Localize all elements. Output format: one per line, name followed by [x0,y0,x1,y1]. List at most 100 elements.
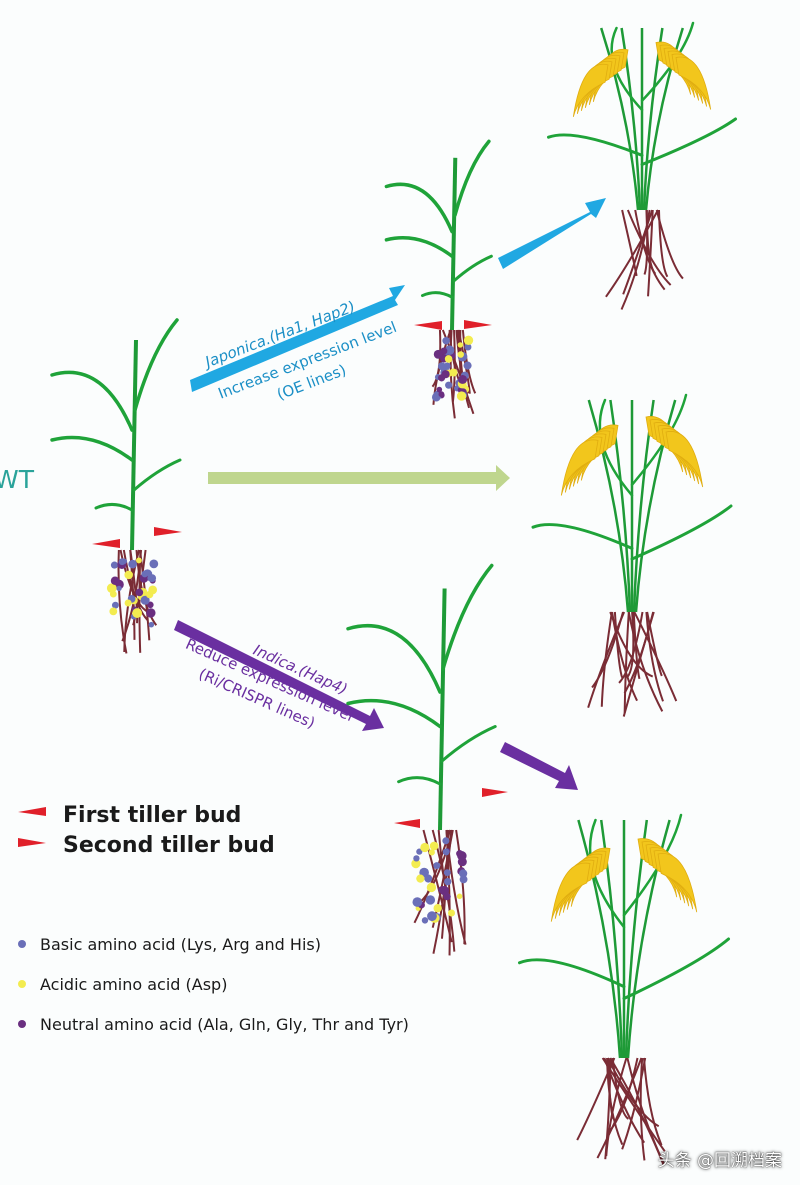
root-strand [455,829,466,945]
panicle-right [637,838,698,913]
amino-acid-dot [413,855,420,862]
legend-first-bud-icon [18,807,46,816]
amino-acid-cluster [431,335,474,402]
panicle-grain-cluster [665,431,704,488]
panicle-grain-cluster [560,439,599,496]
amino-acid-dot [438,886,445,893]
amino-acid-cluster [411,837,468,924]
amino-acid-dot [442,837,450,845]
amino-acid-dot [444,345,455,356]
leaf [420,291,454,299]
legend-basic-amino: Basic amino acid (Lys, Arg and His) [40,935,321,954]
amino-acid-dot [110,561,119,569]
culm [600,27,640,211]
amino-acid-dot [146,608,156,618]
leaf [531,523,634,550]
wt-arrow [208,465,510,491]
leaf [453,139,491,217]
legend-acidic-amino: Acidic amino acid (Asp) [40,975,227,994]
watermark: 头条 @回溯档案 [657,1151,782,1171]
panicle-left [572,48,629,117]
amino-acid-dot [437,362,446,371]
amino-acid-dot [442,848,450,856]
amino-acid-dot [141,570,149,578]
amino-acid-dot [443,877,452,886]
indica-first-tiller-bud [394,819,420,828]
amino-acid-dot [440,347,448,355]
amino-acid-dot [111,601,119,609]
amino-acid-dot [457,351,464,358]
japonica-arrow-2 [498,198,606,269]
legend-neutral-dot [18,1020,26,1028]
amino-acid-cluster [106,557,159,628]
leaf [518,958,626,989]
amino-acid-dot [128,559,137,569]
amino-acid-dot [110,576,120,586]
leaf [384,236,454,258]
amino-acid-dot [124,570,133,580]
leaf [640,117,737,166]
amino-acid-dot [457,851,467,861]
amino-acid-dot [433,349,443,359]
amino-acid-dot [436,386,443,393]
amino-acid-dot [463,335,474,345]
amino-acid-dot [433,904,442,913]
leaf [346,698,442,729]
amino-acid-dot [433,862,441,870]
leaf [94,503,134,512]
root-system [605,209,684,310]
leaf [133,318,179,412]
amino-acid-dot [420,842,430,853]
amino-acid-dot [421,917,429,924]
legend-second-bud-icon [18,838,46,847]
amino-acid-dot [109,607,118,616]
leaf [441,563,494,671]
root-strand [601,1057,666,1152]
leaf [452,254,493,283]
amino-acid-dot [147,574,155,582]
wt-second-tiller-bud [154,527,182,536]
amino-acid-dot [149,559,159,569]
amino-acid-dot [445,381,453,389]
japonica-arrow [190,285,405,392]
root-system [576,1057,666,1166]
stem [130,339,138,551]
panicle-grain-cluster [675,56,712,110]
root-strand [607,1057,615,1120]
amino-acid-dot [412,897,423,907]
amino-acid-dot [456,391,467,401]
amino-acid-dot [116,585,122,592]
amino-acid-dot [426,882,437,893]
oe-mature-plant [547,21,737,310]
indica-arrow-2 [500,742,578,790]
amino-acid-dot [464,343,472,351]
amino-acid-dot [424,874,433,883]
root-strand [621,209,638,277]
amino-acid-dot [459,869,468,878]
root-strand [645,611,664,702]
amino-acid-dot [449,368,458,377]
amino-acid-dot [463,361,472,370]
amino-acid-dot [428,849,435,856]
amino-acid-dot [124,599,132,607]
leaf [50,435,134,462]
root-strand [138,549,142,653]
root-strand [613,611,624,678]
root-strand [609,611,654,678]
amino-acid-dot [457,387,464,393]
amino-acid-dot [416,848,423,855]
panicle-right [655,41,712,110]
legend: First tiller bud Second tiller bud Basic… [18,803,409,1034]
root-strand [591,611,624,689]
root-strand [632,611,641,680]
amino-acid-dot [443,892,451,901]
oe-second-tiller-bud [464,320,492,329]
root-strand [646,611,663,677]
wt-seedling [50,318,182,654]
panicle-right [645,416,704,488]
amino-acid-dot [121,558,128,564]
root-strand [596,1057,643,1159]
legend-basic-dot [18,940,26,948]
culm [577,819,622,1059]
